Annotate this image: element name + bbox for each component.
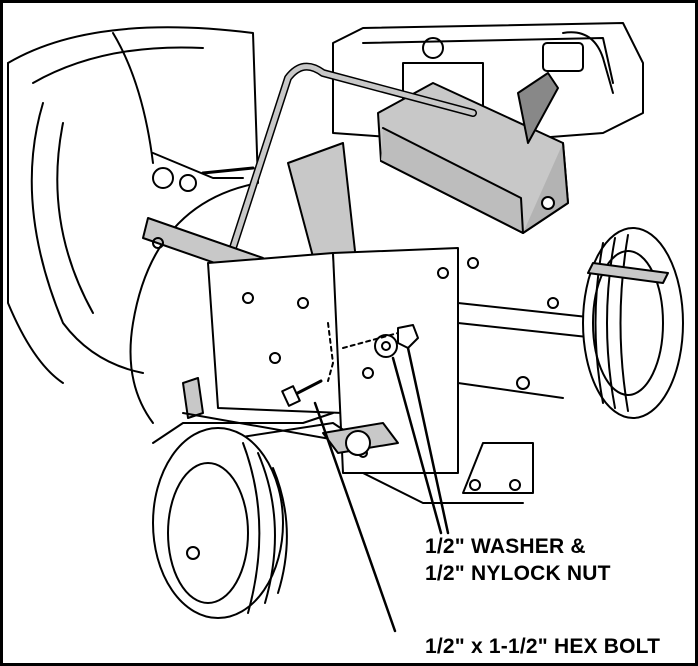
deck-hood bbox=[7, 26, 259, 424]
washer-callout-line1: 1/2" WASHER & bbox=[425, 535, 586, 558]
axle bbox=[322, 422, 399, 456]
front-caster-wheel bbox=[152, 377, 364, 619]
handle-lever bbox=[224, 62, 559, 267]
hex-bolt-callout: 1/2" x 1-1/2" HEX BOLT bbox=[425, 635, 661, 658]
washer-leader-1 bbox=[391, 356, 443, 535]
hex-bolt bbox=[281, 322, 334, 407]
right-wheel bbox=[582, 227, 684, 419]
control-box bbox=[377, 82, 569, 234]
mower-assembly-drawing bbox=[7, 22, 684, 633]
center-frame bbox=[207, 247, 524, 504]
washer-nut-callout: 1/2" WASHER & 1/2" NYLOCK NUT bbox=[425, 533, 611, 587]
bolt-leader bbox=[313, 401, 397, 633]
washer-leader-2 bbox=[406, 346, 450, 535]
washer-callout-line2: 1/2" NYLOCK NUT bbox=[425, 562, 611, 585]
leader-lines bbox=[313, 346, 450, 633]
washer-and-nut bbox=[342, 324, 419, 358]
